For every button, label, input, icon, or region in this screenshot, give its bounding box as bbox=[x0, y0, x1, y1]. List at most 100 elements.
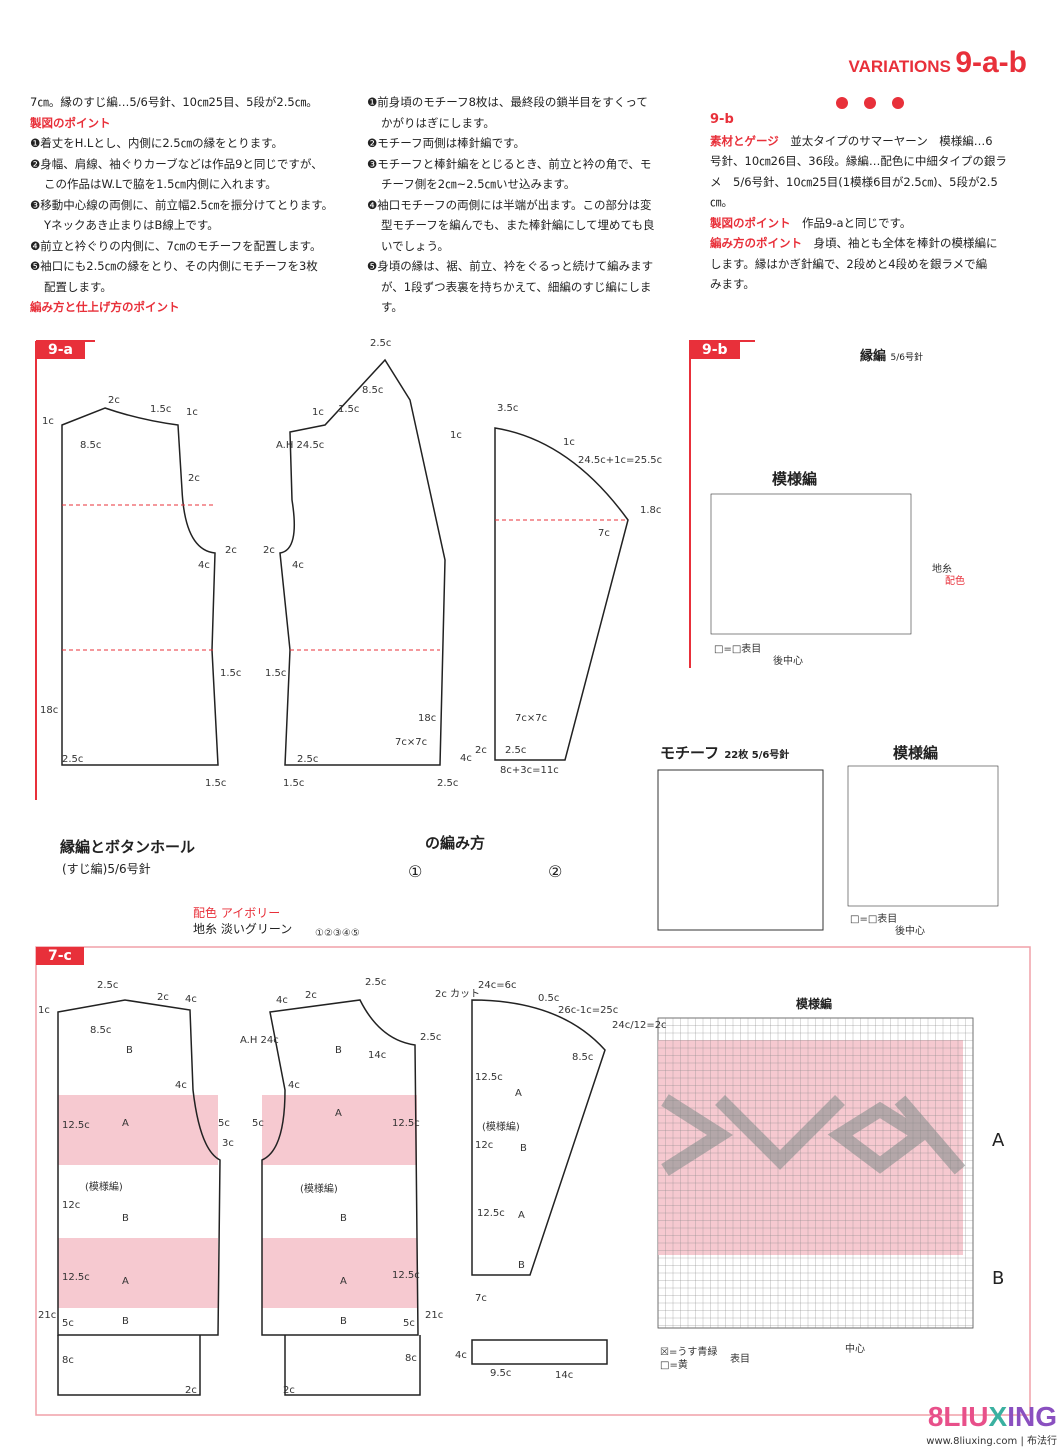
measurement-label: 1c bbox=[186, 407, 198, 418]
measurement-label: 2.5c bbox=[420, 1032, 442, 1043]
knitting-text: します。縁はかぎ針編で、2段めと4段めを銀ラメで編 bbox=[710, 256, 988, 271]
section-heading: 編み方と仕上げ方のポイント bbox=[30, 300, 180, 314]
pattern-title-7c: 模様編 bbox=[796, 997, 833, 1011]
measurement-label: 4c bbox=[276, 995, 288, 1006]
measurement-label: 0.5c bbox=[538, 993, 560, 1004]
edge-title: 縁編 5/6号針 bbox=[860, 345, 923, 364]
contrast-yarn-label: 配色 bbox=[945, 576, 965, 587]
measurement-label: 12.5c bbox=[477, 1208, 505, 1219]
measurement-label: 1.5c bbox=[150, 404, 172, 415]
section-a-label: A bbox=[992, 1130, 1005, 1151]
measurement-label: 2c bbox=[475, 745, 487, 756]
measurement-label: A bbox=[335, 1108, 342, 1119]
knitting-text: 身頃、袖とも全体を棒針の模様編に bbox=[813, 236, 998, 250]
edging-title: 縁編とボタンホール bbox=[60, 838, 196, 856]
pattern-title-motif: 模様編 bbox=[893, 744, 939, 762]
measurement-label: 2c bbox=[108, 395, 120, 406]
measurement-label: 18c bbox=[40, 705, 59, 716]
measurement-label: 12.5c bbox=[392, 1270, 420, 1281]
measurement-label: 1.5c bbox=[265, 668, 287, 679]
drafting-text: 作品9-aと同じです。 bbox=[802, 215, 912, 230]
gauge-text: 7㎝。縁のすじ編…5/6号針、10㎝25目、5段が2.5㎝。 bbox=[30, 95, 318, 109]
row-numbers: ①②③④⑤ bbox=[315, 928, 360, 939]
colorwork-chart bbox=[657, 1017, 974, 1329]
measurement-label: 18c bbox=[418, 713, 437, 724]
measurement-label: 4c bbox=[292, 560, 304, 571]
list-item: ❷モチーフ両側は棒針編です。 bbox=[367, 136, 525, 150]
measurement-label: 2c bbox=[185, 1385, 197, 1396]
measurement-label: 2.5c bbox=[62, 754, 84, 765]
list-item: かがりはぎにします。 bbox=[381, 115, 495, 130]
howto-title: の編み方 bbox=[425, 832, 485, 853]
measurement-label: A.H 24.5c bbox=[276, 440, 325, 451]
measurement-label: A.H 24c bbox=[240, 1035, 279, 1046]
measurement-label: 1c bbox=[38, 1005, 50, 1016]
measurement-label: B bbox=[126, 1045, 133, 1056]
materials-text: メ 5/6号針、10㎝25目(1模様6目が2.5㎝)、5段が2.5 bbox=[710, 174, 998, 189]
list-item: 型モチーフを編んでも、また棒針編にして埋めても良 bbox=[381, 218, 655, 232]
legend: □=黄 bbox=[660, 1360, 688, 1371]
materials-text: 号針、10㎝26目、36段。縁編…配色に中細タイプの銀ラ bbox=[710, 154, 1007, 168]
list-item: が、1段ずつ表裏を持ちかえて、細編のすじ編にしま bbox=[381, 279, 652, 294]
measurement-label: 2.5c bbox=[437, 778, 459, 789]
measurement-label: 2c bbox=[305, 990, 317, 1001]
measurement-label: B bbox=[340, 1316, 347, 1327]
drafting-label: 製図のポイント bbox=[710, 215, 791, 230]
knitting-text: みます。 bbox=[710, 277, 755, 291]
section-heading: 製図のポイント bbox=[30, 115, 111, 130]
measurement-label: 12c bbox=[475, 1140, 494, 1151]
measurement-label: 5c bbox=[403, 1318, 415, 1329]
list-item: ❶着丈をH.Lとし、内側に2.5㎝の縁をとります。 bbox=[30, 136, 283, 150]
section-heading: 9-b bbox=[710, 112, 734, 127]
measurement-label: 2c bbox=[188, 473, 200, 484]
measurement-label: 8.5c bbox=[362, 385, 384, 396]
edging-subtitle: (すじ編)5/6号針 bbox=[62, 862, 151, 876]
measurement-label: 5c bbox=[252, 1118, 264, 1129]
garment-outlines-7c bbox=[57, 999, 608, 1396]
motif-title: モチーフ 22枚 5/6号針 bbox=[660, 742, 789, 763]
measurement-label: 26c-1c=25c bbox=[558, 1005, 619, 1016]
legend: 表目 bbox=[730, 1354, 750, 1365]
legend: □=□表目 bbox=[850, 914, 898, 925]
step-2: ② bbox=[548, 862, 563, 881]
measurement-label: 9.5c bbox=[490, 1368, 512, 1379]
measurement-label: A bbox=[122, 1276, 129, 1287]
measurement-label: (模様編) bbox=[300, 1184, 338, 1195]
list-item: いでしょう。 bbox=[381, 238, 449, 253]
legend: ☒=うす青緑 bbox=[660, 1347, 718, 1358]
measurement-label: 7c bbox=[598, 528, 610, 539]
instructions-col2: ❶前身頃のモチーフ8枚は、最終段の鎖半目をすくって かがりはぎにします。 ❷モチ… bbox=[367, 92, 697, 318]
measurement-label: 4c bbox=[460, 753, 472, 764]
measurement-label: 21c bbox=[38, 1310, 57, 1321]
measurement-label: 2c bbox=[157, 992, 169, 1003]
section-b-label: B bbox=[992, 1268, 1005, 1289]
measurement-label: 2.5c bbox=[365, 977, 387, 988]
measurement-label: 24.5c+1c=25.5c bbox=[578, 455, 663, 466]
measurement-label: 2.5c bbox=[505, 745, 527, 756]
measurement-label: 4c bbox=[185, 994, 197, 1005]
measurement-label: B bbox=[340, 1213, 347, 1224]
edge-title-text: 縁編 bbox=[860, 349, 887, 364]
measurement-label: B bbox=[518, 1260, 525, 1271]
center-label: 中心 bbox=[845, 1344, 865, 1355]
materials-text: 並太タイプのサマーヤーン 模様編…6 bbox=[790, 133, 993, 148]
measurement-label: 1c bbox=[563, 437, 575, 448]
measurement-label: 4c bbox=[455, 1350, 467, 1361]
list-item: ❸移動中心線の両側に、前立幅2.5㎝を振分けてとります。 bbox=[30, 197, 334, 212]
needle-size: 5/6号針 bbox=[890, 353, 924, 363]
base-yarn-label: 地糸 bbox=[932, 564, 952, 575]
measurement-label: 2c bbox=[225, 545, 237, 556]
pattern-title-9b: 模様編 bbox=[772, 470, 818, 488]
list-item: ❹袖口モチーフの両側には半端が出ます。この部分は変 bbox=[367, 197, 652, 212]
measurement-label: 1.5c bbox=[338, 404, 360, 415]
measurement-label: 8c+3c=11c bbox=[500, 765, 559, 776]
measurement-label: B bbox=[520, 1143, 527, 1154]
center-label: 後中心 bbox=[895, 926, 925, 937]
list-item: Yネックあき止まりはB線上です。 bbox=[44, 218, 219, 232]
instructions-col3: 9-b 素材とゲージ 並太タイプのサマーヤーン 模様編…6 号針、10㎝26目、… bbox=[710, 110, 1040, 295]
measurement-label: 4c bbox=[175, 1080, 187, 1091]
section-tag-7c: 7-c bbox=[36, 947, 84, 965]
measurement-label: 5c bbox=[218, 1118, 230, 1129]
measurement-label: 12.5c bbox=[62, 1272, 90, 1283]
list-item: ❺身頃の縁は、裾、前立、衿をぐるっと続けて編みます bbox=[367, 259, 654, 273]
